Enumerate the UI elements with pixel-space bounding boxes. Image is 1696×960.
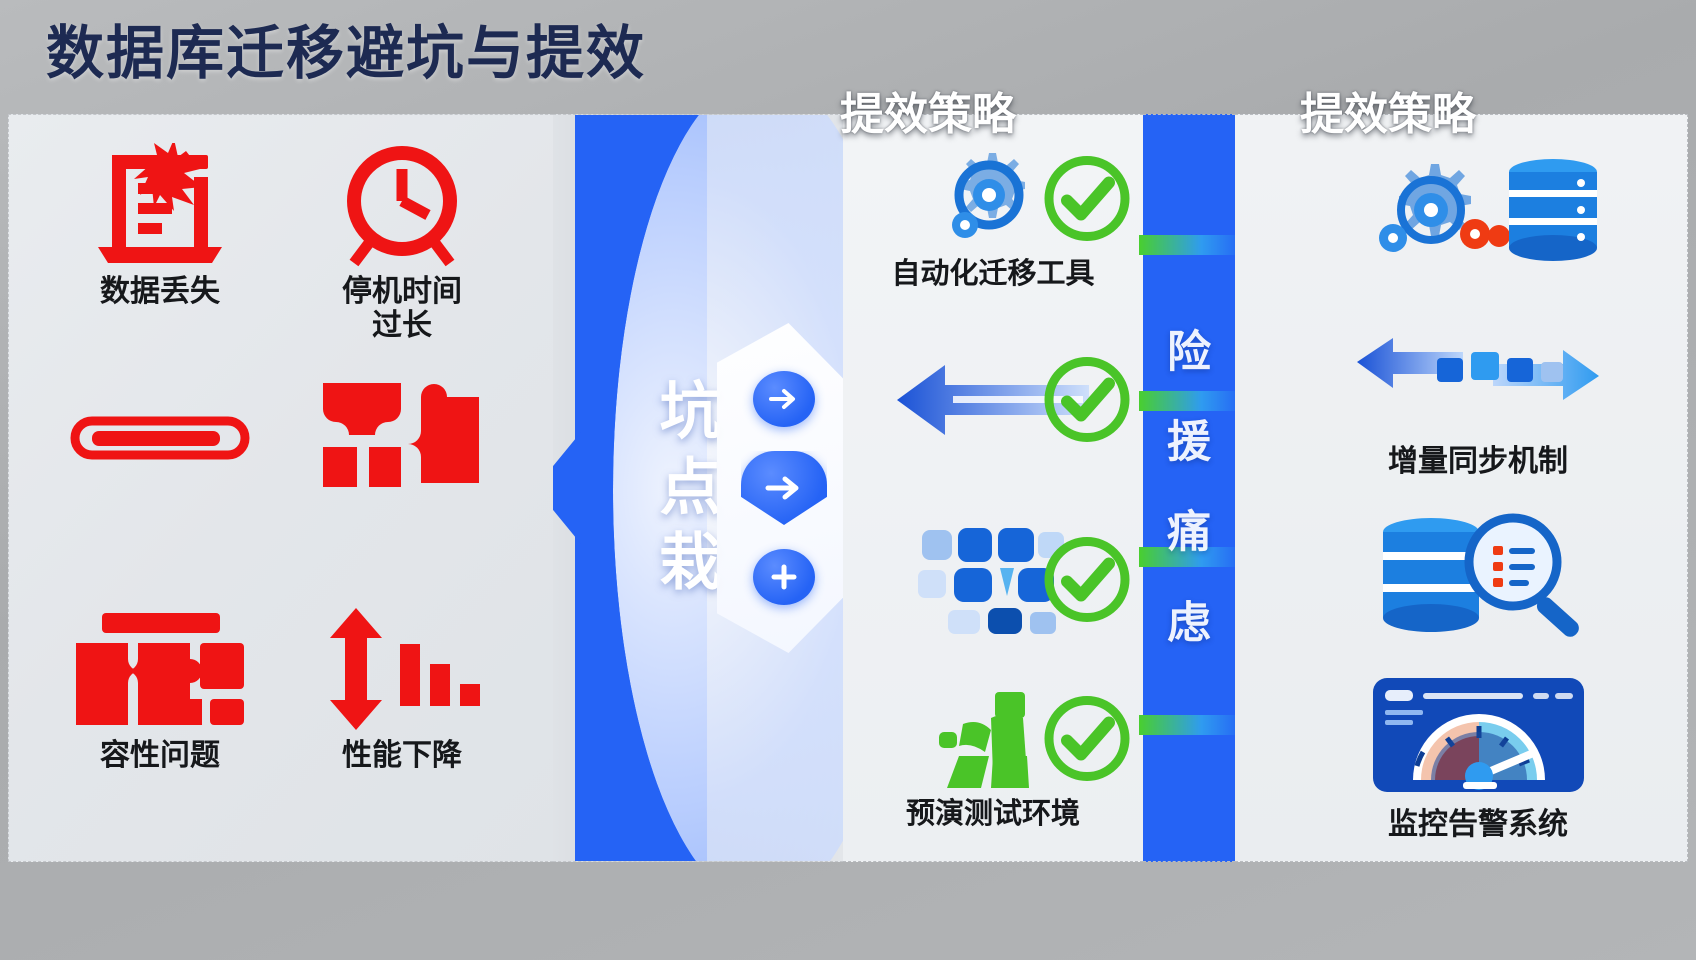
center-char: 点 [659,453,723,523]
center-divider: 坑 点 栽 [553,114,843,862]
strategy-item[interactable] [843,494,1143,664]
strategy-item[interactable] [843,314,1143,484]
center-vertical-text: 坑 点 栽 [649,375,733,602]
pitfall-item[interactable] [39,373,281,605]
pitfall-item[interactable]: 停机时间 过长 [281,141,523,373]
green-worker-icon [933,688,1053,795]
section-header-right: 提效策略 [1300,90,1476,139]
section-header-middle: 提效策略 [840,90,1016,139]
outcome-item[interactable]: 监控告警系统 [1295,671,1661,849]
check-circle-icon [1039,691,1135,792]
infographic-board: 数据丢失 停机时间 过长 [8,114,1688,862]
flow-connector [1139,715,1243,735]
right-blue-band: 险 援 痛 虑 [1139,114,1243,862]
flow-connector [1139,547,1243,567]
outcome-label: 监控告警系统 [1388,808,1568,842]
center-char: 坑 [659,377,723,447]
strategy-label: 预演测试环境 [905,798,1080,830]
pitfalls-panel: 数据丢失 停机时间 过长 [8,114,553,862]
sync-blocks-icon [1353,332,1603,417]
center-char: 栽 [659,528,723,598]
gear-database-icon [1353,152,1603,277]
progress-bar-icon [70,373,250,501]
gears-icon [941,149,1045,254]
pitfall-label: 数据丢失 [100,275,220,308]
chevron-left-icon [553,432,581,544]
band-char: 虑 [1167,598,1211,648]
pitfall-item[interactable]: 容性问题 [39,605,281,837]
puzzle-mismatch-icon [317,373,487,501]
dashboard-gauge-icon [1371,676,1586,799]
pitfall-item[interactable]: 数据丢失 [39,141,281,373]
band-vertical-text: 险 援 痛 虑 [1143,308,1235,669]
flow-connector [1139,391,1243,411]
pitfall-item[interactable] [281,373,523,605]
band-char: 险 [1167,327,1211,377]
strategy-item[interactable]: 自动化迁移工具 [843,134,1143,304]
blue-blocks-icon [918,526,1068,639]
strategies-middle-panel: 自动化迁移工具 [843,114,1143,862]
plus-icon[interactable] [753,549,815,605]
check-circle-icon [1039,532,1135,633]
center-pill-stack [741,371,827,605]
pitfall-label: 容性问题 [100,739,220,772]
left-arrow-icon [893,357,1093,448]
database-magnifier-icon [1353,510,1603,645]
band-char: 援 [1167,417,1211,467]
outcome-item[interactable]: 增量同步机制 [1295,308,1661,486]
down-arrow-bars-icon [322,605,482,733]
outcome-item[interactable] [1295,127,1661,305]
broken-database-icon [90,141,230,269]
strategy-label: 自动化迁移工具 [891,258,1095,290]
page-title: 数据库迁移避坑与提效 [46,21,647,86]
arrow-right-icon[interactable] [741,451,827,525]
strategy-item[interactable]: 预演测试环境 [843,674,1143,844]
band-char: 痛 [1167,508,1211,557]
check-circle-icon [1039,352,1135,453]
arrow-right-icon[interactable] [753,371,815,427]
clock-icon [336,141,468,269]
strategies-right-panel: 增量同步机制 [1235,114,1688,862]
outcome-label: 增量同步机制 [1388,445,1568,479]
flow-connector [1139,235,1243,255]
pitfall-label: 停机时间 过长 [342,275,462,342]
outcome-item[interactable] [1295,490,1661,668]
puzzle-blocks-icon [72,605,248,733]
pitfall-label: 性能下降 [342,739,462,772]
pitfall-item[interactable]: 性能下降 [281,605,523,837]
check-circle-icon [1039,151,1135,252]
